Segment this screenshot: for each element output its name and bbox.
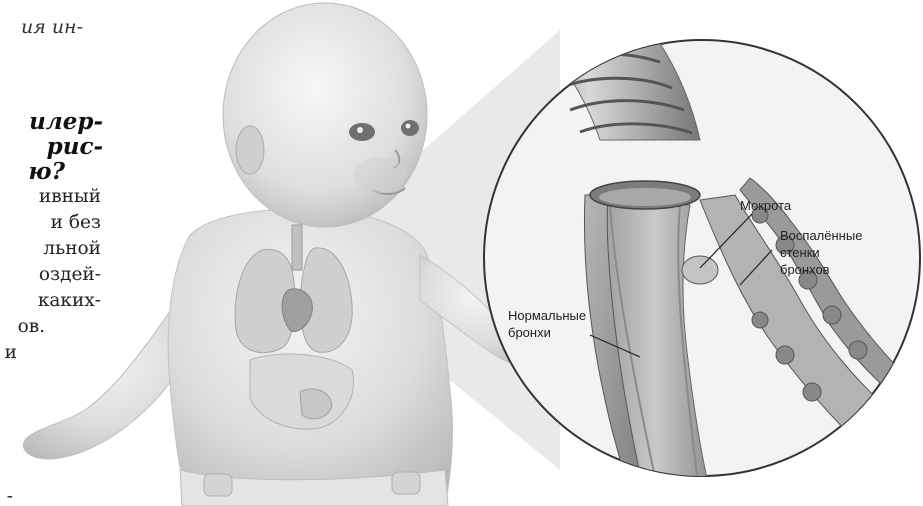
text-line: и xyxy=(5,342,17,363)
text-line: ивный xyxy=(39,186,101,207)
label-inflamed-walls-line1: Воспалённые xyxy=(780,228,862,243)
text-line: каких- xyxy=(38,290,101,311)
text-line: - xyxy=(7,486,13,506)
text-line: льной xyxy=(43,238,101,259)
label-inflamed-walls-line2: стенки xyxy=(780,245,820,260)
heading-line: илер- xyxy=(29,108,103,135)
left-text-column: ия ин- илер- рис- ю? ивный и без льной о… xyxy=(0,0,175,506)
label-normal-bronchi-line1: Нормальные xyxy=(508,308,586,323)
heading-line: ю? xyxy=(28,158,65,185)
label-sputum: Мокрота xyxy=(740,198,792,213)
text-line: ов. xyxy=(18,316,45,337)
label-inflamed-walls-line3: бронхов xyxy=(780,262,830,277)
text-line: ия ин- xyxy=(21,16,83,38)
text-line: и без xyxy=(51,212,101,233)
text-line: оздей- xyxy=(39,264,101,285)
heading-line: рис- xyxy=(47,133,103,160)
label-normal-bronchi-line2: бронхи xyxy=(508,325,551,340)
